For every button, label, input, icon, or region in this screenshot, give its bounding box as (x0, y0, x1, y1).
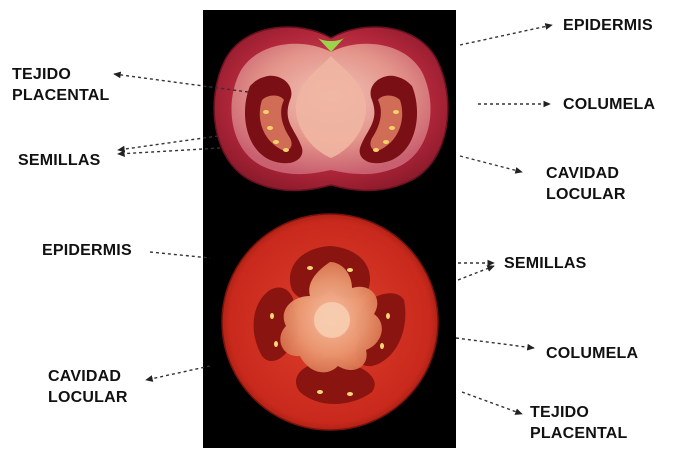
arrow-top-cavidad-locular (460, 156, 522, 172)
label-bottom-semillas: SEMILLAS (504, 253, 587, 274)
seed (383, 140, 389, 144)
seed (267, 126, 273, 130)
label-top-cavidad-locular: CAVIDAD LOCULAR (546, 163, 626, 205)
label-bottom-columela: COLUMELA (546, 343, 638, 364)
seed (270, 313, 274, 319)
seed (283, 148, 289, 152)
seed (317, 390, 323, 394)
top-tomato (214, 27, 448, 190)
bottom-tomato (222, 214, 438, 430)
seed (380, 343, 384, 349)
label-top-tejido-placental: TEJIDO PLACENTAL (12, 64, 110, 106)
seed (393, 110, 399, 114)
label-top-epidermis: EPIDERMIS (563, 15, 653, 36)
bottom-columela (314, 302, 350, 338)
label-bottom-tejido-placental: TEJIDO PLACENTAL (530, 402, 628, 444)
seed (373, 148, 379, 152)
arrow-bottom-columela (456, 338, 534, 348)
seed (347, 268, 353, 272)
label-top-semillas: SEMILLAS (18, 150, 101, 171)
seed (273, 140, 279, 144)
arrow-top-epidermis (460, 25, 552, 45)
seed (386, 313, 390, 319)
seed (347, 392, 353, 396)
arrow-bottom-semillas-2 (458, 266, 494, 280)
seed (274, 341, 278, 347)
label-bottom-epidermis: EPIDERMIS (42, 240, 132, 261)
seed (307, 266, 313, 270)
arrow-bottom-cavidad-locular (146, 366, 210, 380)
label-top-columela: COLUMELA (563, 94, 655, 115)
seed (263, 110, 269, 114)
seed (389, 126, 395, 130)
arrow-bottom-epidermis (150, 252, 210, 258)
label-bottom-cavidad-locular: CAVIDAD LOCULAR (48, 366, 128, 408)
arrow-bottom-tejido-placental (462, 392, 522, 414)
